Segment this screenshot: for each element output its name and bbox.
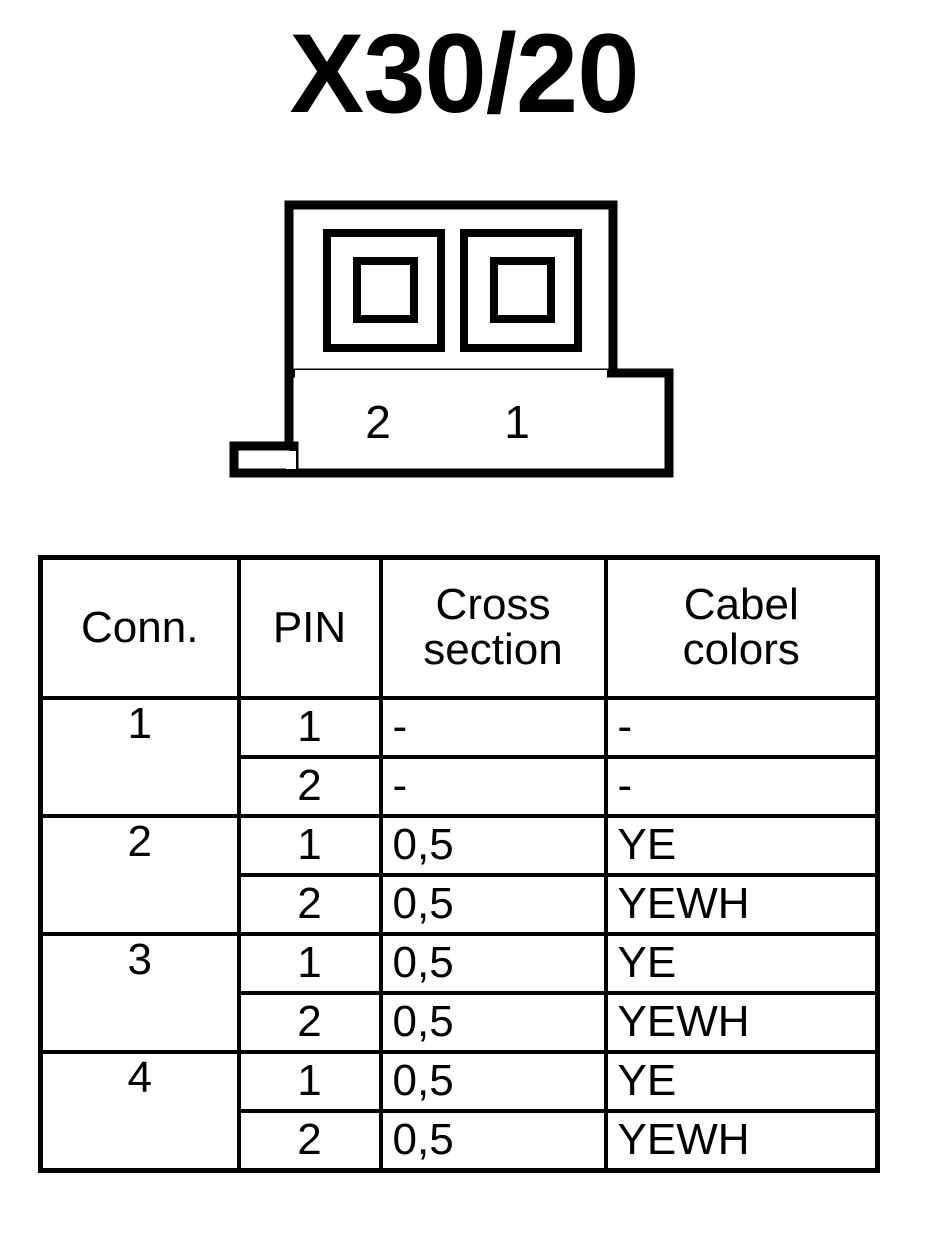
cell-pin-number: 2 <box>236 755 383 818</box>
cell-conn-number: 2 <box>38 814 241 936</box>
table-row: 2 - - <box>41 755 880 818</box>
table-row: 2 0,5 YEWH <box>41 873 880 936</box>
cell-pin-number: 1 <box>236 814 383 877</box>
cell-cabel-colors: - <box>603 696 880 759</box>
column-header-colors-line1: Cabel <box>683 580 799 630</box>
cell-cabel-colors: - <box>603 755 880 818</box>
column-header-pin: PIN <box>236 555 383 700</box>
page-title: X30/20 <box>289 11 640 136</box>
cell-cross-section: - <box>378 696 608 759</box>
cell-pin-number: 1 <box>236 1050 383 1113</box>
cell-cross-section: 0,5 <box>378 1050 608 1113</box>
table-row: 3 1 0,5 YE <box>38 932 880 1054</box>
cell-cross-section: - <box>378 755 608 818</box>
connector-latch-notch <box>229 441 299 478</box>
column-header-conn: Conn. <box>38 555 241 700</box>
cell-cabel-colors: YE <box>603 814 880 877</box>
column-header-cross-line1: Cross <box>435 580 551 630</box>
table-row: 1 1 - - <box>38 696 880 818</box>
connector-symbol-svg: 2 1 <box>229 200 674 478</box>
column-header-cross-line2: section <box>423 625 563 674</box>
connector-lower-flange <box>284 368 674 478</box>
table-row: 2 1 0,5 YE <box>38 814 880 936</box>
column-header-cross-section: Cross section <box>378 555 608 700</box>
column-header-pin-line1: PIN <box>272 602 347 652</box>
cell-cabel-colors: YEWH <box>603 1109 880 1173</box>
cell-conn-number: 4 <box>38 1050 241 1173</box>
connector-cavity-2-inner <box>353 257 418 323</box>
table-row: 2 0,5 YEWH <box>41 1109 880 1173</box>
cell-cross-section: 0,5 <box>378 873 608 936</box>
cell-cabel-colors: YE <box>603 932 880 995</box>
cell-pin-number: 2 <box>236 1109 383 1173</box>
table-header-row: Conn. PIN Cross section Cabel colors <box>38 555 880 700</box>
connector-pin-label-2: 2 <box>365 396 391 448</box>
cell-cabel-colors: YEWH <box>603 991 880 1054</box>
cell-pin-number: 1 <box>236 932 383 995</box>
column-header-cabel-colors: Cabel colors <box>603 555 880 700</box>
connector-pin-label-1: 1 <box>504 396 530 448</box>
cell-pin-number: 1 <box>236 696 383 759</box>
cell-cabel-colors: YE <box>603 1050 880 1113</box>
cell-cross-section: 0,5 <box>378 814 608 877</box>
cell-cross-section: 0,5 <box>378 932 608 995</box>
connector-notch-seam-mask <box>286 451 296 469</box>
column-header-colors-line2: colors <box>682 625 800 674</box>
pin-assignment-table: Conn. PIN Cross section Cabel colors 1 1… <box>38 555 880 1173</box>
cell-conn-number: 3 <box>38 932 241 1054</box>
connector-diagram: 2 1 <box>225 195 680 485</box>
table-row: 2 0,5 YEWH <box>41 991 880 1054</box>
cell-cabel-colors: YEWH <box>603 873 880 936</box>
cell-conn-number: 1 <box>38 696 241 818</box>
column-header-conn-line1: Conn. <box>81 602 199 652</box>
cell-pin-number: 2 <box>236 991 383 1054</box>
cell-pin-number: 2 <box>236 873 383 936</box>
table-row: 4 1 0,5 YE <box>38 1050 880 1173</box>
cell-cross-section: 0,5 <box>378 1109 608 1173</box>
table-body: 1 1 - - 2 - - 2 1 0,5 YE 2 0,5 YEWH 3 1 … <box>38 696 880 1173</box>
connector-seam-mask <box>295 370 607 379</box>
table-header: Conn. PIN Cross section Cabel colors <box>38 555 880 700</box>
cell-cross-section: 0,5 <box>378 991 608 1054</box>
connector-cavity-1-inner <box>490 257 555 323</box>
